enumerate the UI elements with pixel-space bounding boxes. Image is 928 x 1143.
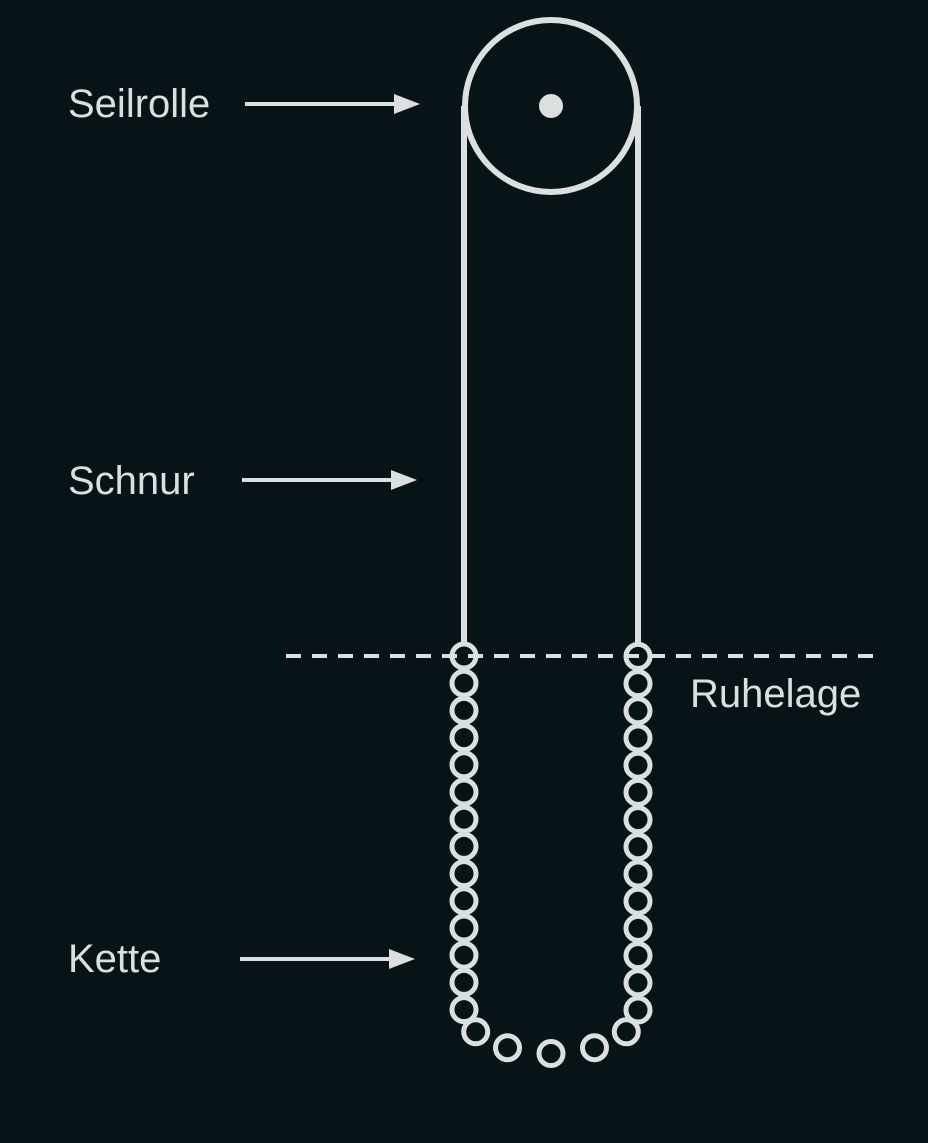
arrow-pulley <box>245 94 420 114</box>
chain-link <box>623 995 653 1025</box>
chain-link <box>449 750 479 780</box>
chain-link <box>623 832 653 862</box>
rest-position-label: Ruhelage <box>690 672 862 716</box>
chain-link <box>449 831 479 861</box>
cord <box>461 106 641 645</box>
arrow-chain <box>240 949 415 969</box>
arrow-chain-head <box>389 949 415 969</box>
chain-link <box>449 668 479 698</box>
chain-link <box>536 1039 566 1068</box>
chain-link <box>449 641 479 671</box>
chain-link <box>449 859 479 889</box>
arrow-pulley-head <box>394 94 420 114</box>
chain-link <box>623 859 653 889</box>
arrow-cord <box>242 470 417 490</box>
pulley-axle <box>539 94 563 118</box>
chain-link <box>623 750 653 780</box>
chain-link <box>493 1033 522 1063</box>
chain-link <box>623 723 653 753</box>
chain-link <box>449 913 479 943</box>
chain-label: Kette <box>68 937 162 981</box>
chain-link <box>449 695 479 725</box>
pulley <box>462 17 640 195</box>
chain-link <box>449 723 479 753</box>
cord-label: Schnur <box>68 459 195 503</box>
chain-link <box>449 967 479 997</box>
chain-link <box>611 1017 641 1047</box>
chain-link <box>623 777 653 807</box>
chain-link <box>580 1033 609 1063</box>
chain-link <box>623 886 653 916</box>
chain-link <box>449 886 479 916</box>
chain-link <box>461 1017 491 1047</box>
chain-link <box>623 941 653 971</box>
chain-link <box>449 804 479 834</box>
arrow-cord-head <box>391 470 417 490</box>
chain-link <box>623 641 653 671</box>
chain-link <box>623 968 653 998</box>
chain <box>449 641 653 1068</box>
chain-link <box>449 995 479 1025</box>
pulley-label: Seilrolle <box>68 82 211 126</box>
chain-link <box>449 940 479 970</box>
chain-link <box>623 696 653 726</box>
chain-link <box>449 777 479 807</box>
chain-link <box>623 669 653 699</box>
chain-link <box>623 805 653 835</box>
chain-link <box>623 913 653 943</box>
